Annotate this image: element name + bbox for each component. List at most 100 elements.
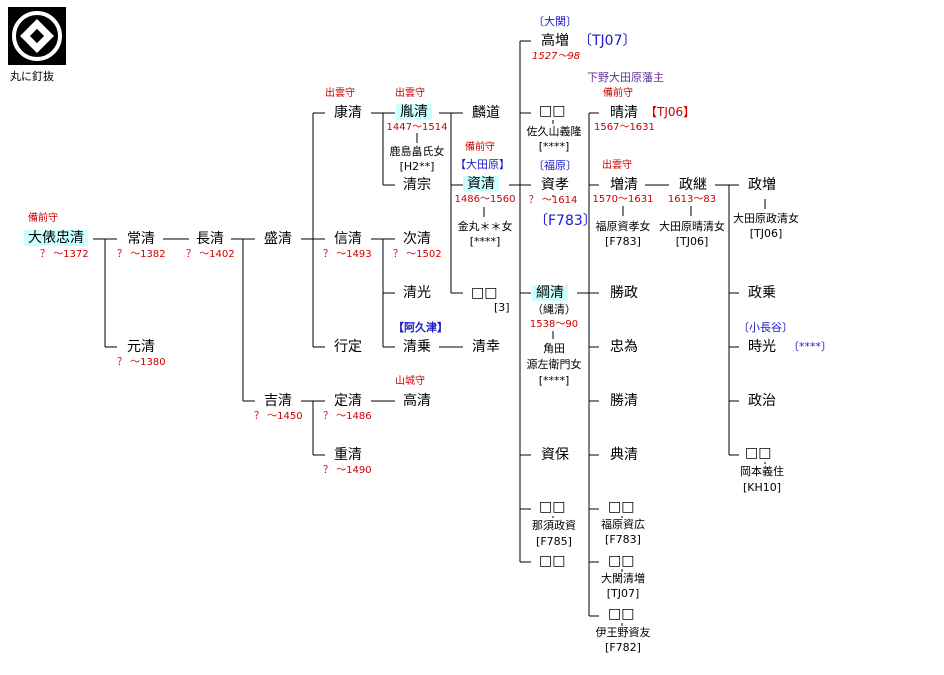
spouse: 福原資孝女 [595,220,651,233]
person-name: □□ [539,499,566,515]
person-name: 政増 [748,177,776,193]
person-dates: ？ ～1486 [323,411,372,422]
person-name: 常清 [127,231,155,247]
person-name: 清宗 [403,177,431,193]
person-name: □□ [608,553,635,569]
person-name: □□ [608,606,635,622]
person-name: 高増 [541,33,569,49]
person-name: 典清 [610,447,638,463]
person-name: 清幸 [472,339,500,355]
person-tag: 〔福原〕 [533,159,577,172]
spouse: 金丸＊＊女 [457,220,513,233]
person-dates: 1567～1631 [594,122,655,133]
person-name: 重清 [334,447,362,463]
person-dates: ？ ～1372 [40,249,89,260]
person-name: 政治 [748,393,776,409]
reference: [****] [538,140,570,153]
person-name: 勝清 [610,393,638,409]
person-dates: 1527～98 [532,51,581,62]
person-name: 行定 [334,339,362,355]
person-dates: ？ ～1614 [528,195,578,206]
person-name: 資清 [463,176,499,192]
reference: [F783] [605,235,641,248]
person-name: 定清 [334,393,362,409]
person-name: 綱清 [532,285,568,301]
person-name: 胤清 [396,104,432,120]
person-dates: 1613～83 [667,194,717,205]
person-name: 資保 [541,447,569,463]
spouse: 伊王野資友 [595,626,651,639]
person-tag: 〔小長谷〕 [738,321,793,334]
spouse: 大田原晴清女 [659,220,725,233]
spouse: 那須政資 [532,519,576,532]
person-name: 次清 [403,231,431,247]
reference: [F782] [605,641,641,654]
person-dates: ？ ～1493 [323,249,372,260]
reference: [F783] [605,533,641,546]
spouse: 佐久山義隆 [526,125,582,138]
person-name: □□ [608,499,635,515]
person-dates: 1447～1514 [386,122,448,133]
person-name: 大俵忠清 [24,230,88,246]
person-name: 信清 [334,231,362,247]
person-title: 出雲守 [395,88,425,99]
person-tag: 【阿久津】 [393,321,448,334]
person-note: 下野大田原藩主 [587,71,664,84]
person-dates: ？ ～1490 [323,465,372,476]
person-name: 元清 [127,339,155,355]
person-name: 政継 [679,177,707,193]
maru-ni-kuginuki-crest-icon [8,7,66,65]
person-dates: ？ ～1382 [117,249,166,260]
person-name: □□ [539,553,566,569]
person-title: 備前守 [28,213,58,224]
person-dates: 1538～90 [529,319,579,330]
reference: 〔F783〕 [534,213,597,229]
reference: [TJ06] [675,235,709,248]
person-name: 清光 [403,285,431,301]
spouse: 福原資広 [601,518,645,531]
reference: [KH10] [742,481,782,494]
reference: [****] [538,374,570,387]
spouse: 源左衛門女 [526,358,582,371]
person-title: 出雲守 [325,88,355,99]
reference: [F785] [536,535,572,548]
person-name: 清乗 [403,339,431,355]
person-dates: ？ ～1450 [254,411,303,422]
spouse: 大関清増 [601,572,645,585]
person-name: □□ [539,103,566,119]
person-name: 時光 [748,339,776,355]
reference: [3] [494,301,510,314]
person-note: （縄清） [532,303,576,316]
spouse: 角田 [543,342,565,355]
person-name: 増清 [610,177,638,193]
reference: 〔TJ07〕 [578,33,637,49]
person-name: □□ [471,285,498,301]
person-name: 吉清 [264,393,292,409]
person-name: 麟道 [472,105,500,121]
reference: 〔****〕 [788,340,832,353]
reference: [TJ07] [606,587,640,600]
person-dates: 1570～1631 [592,194,654,205]
crest-caption: 丸に釘抜 [10,70,54,83]
reference: 【TJ06】 [645,105,696,119]
person-name: 高清 [403,393,431,409]
reference: [TJ06] [749,227,783,240]
person-name: 資孝 [541,177,569,193]
person-dates: 1486～1560 [454,194,516,205]
person-name: 忠為 [610,339,638,355]
person-name: □□ [745,445,772,461]
person-title: 備前守 [603,88,633,99]
person-title: 山城守 [395,376,425,387]
person-name: 盛清 [264,231,292,247]
person-dates: ？ ～1502 [393,249,442,260]
person-name: 勝政 [610,285,638,301]
spouse: 鹿島畠氏女 [389,145,445,158]
spouse: 大田原政清女 [733,212,799,225]
spouse: 岡本義住 [740,465,784,478]
person-name: 晴清 [610,105,638,121]
person-tag: 〔大関〕 [533,15,577,28]
person-dates: ？ ～1380 [117,357,166,368]
person-dates: ？ ～1402 [186,249,235,260]
person-name: 長清 [196,231,224,247]
